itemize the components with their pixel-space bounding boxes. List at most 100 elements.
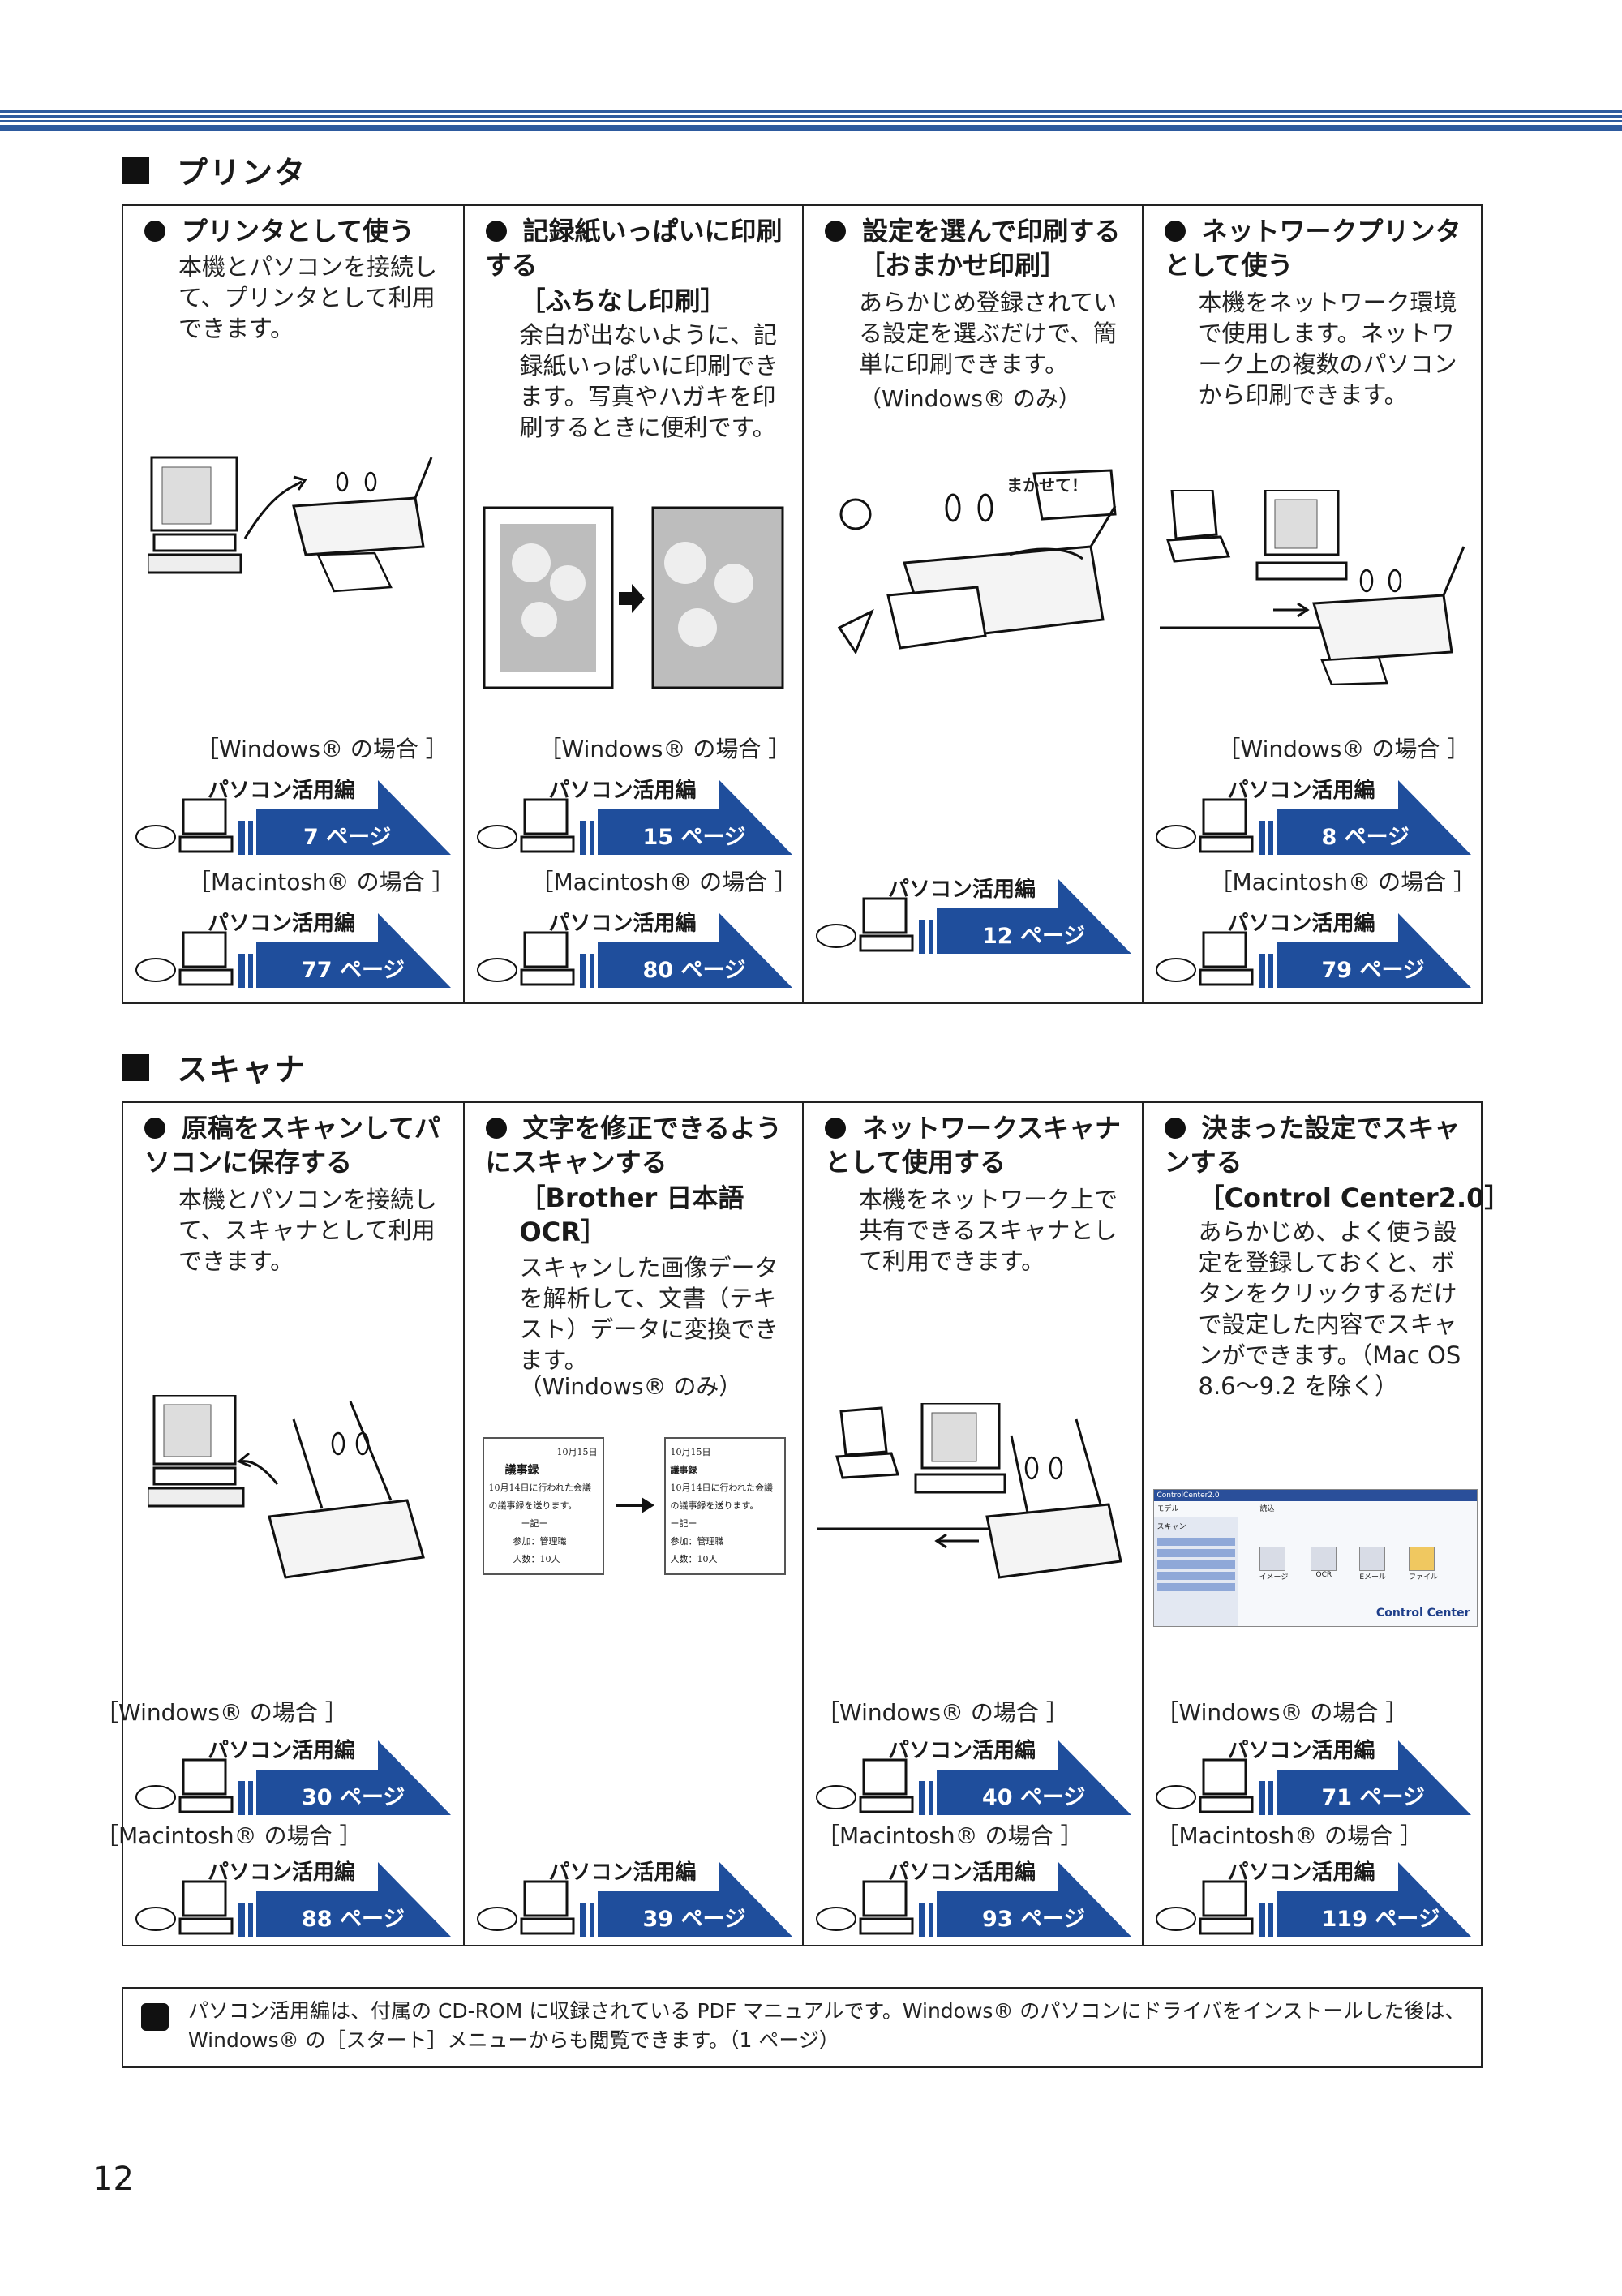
speech-bubble-text: まかせて！ (1006, 475, 1088, 495)
square-bullet-icon (122, 1053, 149, 1081)
windows-page-ref[interactable]: パソコン活用編 8 ページ (1155, 779, 1479, 855)
printer-col-2: 記録紙いっぱいに印刷する ［ふちなし印刷］ 余白が出ないように、記録紙いっぱいに… (462, 206, 803, 1002)
col-desc: 余白が出ないように、記録紙いっぱいに印刷できます。写真やハガキを印刷するときに便… (519, 321, 779, 441)
manual-arrow-icon (135, 780, 451, 855)
mac-label: ［Macintosh® の場合 ］ (1156, 1822, 1422, 1849)
printer-character-illustration (837, 469, 1117, 655)
control-center-window: ControlCenter2.0 モデル 読込 スキャン イメージ OCR Eメ… (1152, 1489, 1478, 1627)
mac-label: ［Macintosh® の場合 ］ (817, 1822, 1083, 1849)
windows-label: ［Windows® の場合 ］ (196, 736, 448, 762)
email-button[interactable]: Eメール (1359, 1547, 1386, 1581)
original-document: 10月15日 議事録 10月14日に行われた会議 の議事録を送ります。 ー記ー … (482, 1437, 604, 1575)
bullet-icon (825, 221, 846, 242)
col-subtitle: ［おまかせ印刷］ (859, 250, 1067, 281)
col-desc: 本機をネットワーク環境で使用します。ネットワーク上の複数のパソコンから印刷できま… (1198, 289, 1457, 409)
image-button[interactable]: イメージ (1259, 1547, 1288, 1581)
network-scanner-illustration (817, 1403, 1122, 1579)
brand-logo: Control Center (1375, 1607, 1470, 1620)
printer-heading: プリンタ (122, 148, 307, 192)
file-button[interactable]: ファイル (1409, 1547, 1438, 1581)
computer-scanner-illustration (148, 1395, 425, 1579)
col-desc: 本機をネットワーク上で共有できるスキャナとして利用できます。 (859, 1186, 1118, 1275)
manual-arrow-icon (816, 1740, 1131, 1815)
col-title: 決まった設定でスキャンする (1164, 1113, 1461, 1178)
header-stripes (0, 110, 1622, 131)
bullet-icon (144, 1118, 165, 1139)
scanner-col-3: ネットワークスキャナとして使用する 本機をネットワーク上で共有できるスキャナとし… (802, 1103, 1142, 1945)
windows-page-ref[interactable]: パソコン活用編 30 ページ (135, 1739, 459, 1815)
square-bullet-icon (122, 156, 149, 184)
col-subtitle: ［ふちなし印刷］ (519, 285, 727, 316)
manual-arrow-icon (816, 1862, 1131, 1937)
bullet-icon (485, 221, 507, 242)
network-printer-illustration (1159, 490, 1465, 685)
col-desc: 本機とパソコンを接続して、プリンタとして利用できます。 (178, 253, 438, 342)
printer-panel: プリンタとして使う 本機とパソコンを接続して、プリンタとして利用できます。 ［W… (122, 204, 1483, 1004)
mac-page-ref[interactable]: パソコン活用編 77 ページ (135, 912, 459, 988)
tip-text: パソコン活用編は、付属の CD-ROM に収録されている PDF マニュアルです… (188, 1999, 1465, 2052)
mac-label: ［Macintosh® の場合 ］ (188, 869, 455, 895)
windows-page-ref[interactable]: パソコン活用編 7 ページ (135, 779, 459, 855)
ocr-icon (1311, 1547, 1337, 1571)
tab-scan[interactable]: 読込 (1259, 1505, 1275, 1513)
mac-page-ref[interactable]: パソコン活用編 88 ページ (135, 1860, 459, 1937)
bullet-icon (825, 1118, 846, 1139)
page-ref[interactable]: パソコン活用編 12 ページ (815, 878, 1139, 954)
mac-page-ref[interactable]: パソコン活用編 119 ページ (1155, 1860, 1479, 1937)
scanner-panel: 原稿をスキャンしてパソコンに保存する 本機とパソコンを接続して、スキャナとして利… (96, 1101, 1510, 1946)
col-title: 記録紙いっぱいに印刷する (485, 216, 783, 281)
manual-arrow-icon (476, 780, 792, 855)
manual-arrow-icon (135, 1862, 451, 1937)
windows-page-ref[interactable]: パソコン活用編 71 ページ (1155, 1739, 1479, 1815)
printer-col-1: プリンタとして使う 本機とパソコンを接続して、プリンタとして利用できます。 ［W… (123, 206, 463, 1002)
bullet-icon (485, 1118, 507, 1139)
ocr-document: 10月15日 議事録 10月14日に行われた会議 の議事録を送ります。 ー記ー … (663, 1437, 786, 1575)
windows-label: ［Windows® の場合 ］ (1217, 736, 1470, 762)
mac-label: ［Macintosh® の場合 ］ (96, 1822, 363, 1849)
col-title: 設定を選んで印刷する (825, 214, 1125, 248)
bullet-icon (1164, 1118, 1186, 1139)
image-icon (1259, 1547, 1285, 1571)
windows-label: ［Windows® の場合 ］ (1156, 1699, 1409, 1726)
arrow-right-icon (615, 1497, 654, 1513)
manual-arrow-icon (1155, 1862, 1471, 1937)
folder-icon (1409, 1547, 1435, 1571)
col-title: ネットワークスキャナとして使用する (825, 1113, 1122, 1178)
printer-col-3: 設定を選んで印刷する ［おまかせ印刷］ あらかじめ登録されている設定を選ぶだけで… (802, 206, 1142, 1002)
windows-label: ［Windows® の場合 ］ (96, 1699, 348, 1726)
scanner-col-4: 決まった設定でスキャンする ［Control Center2.0］ あらかじめ、… (1141, 1103, 1510, 1945)
windows-page-ref[interactable]: パソコン活用編 15 ページ (476, 779, 800, 855)
scanner-heading: スキャナ (122, 1045, 307, 1089)
computer-printer-illustration (148, 456, 433, 593)
printer-col-4: ネットワークプリンタとして使う 本機をネットワーク環境で使用します。ネットワーク… (1141, 206, 1482, 1002)
page-ref[interactable]: パソコン活用編 39 ページ (476, 1860, 800, 1937)
mac-page-ref[interactable]: パソコン活用編 79 ページ (1155, 912, 1479, 988)
scanner-col-2: 文字を修正できるようにスキャンする ［Brother 日本語 OCR］ スキャン… (462, 1103, 803, 1945)
bullet-icon (1164, 221, 1186, 242)
col-title: 文字を修正できるようにスキャンする (485, 1113, 782, 1178)
manual-arrow-icon (476, 913, 792, 988)
manual-arrow-icon (816, 879, 1131, 954)
col-subtitle: ［Control Center2.0］ (1198, 1182, 1511, 1213)
manual-arrow-icon (135, 1740, 451, 1815)
manual-arrow-icon (476, 1862, 792, 1937)
manual-arrow-icon (1155, 913, 1471, 988)
col-desc: あらかじめ、よく使う設定を登録しておくと、ボタンをクリックするだけで設定した内容… (1198, 1218, 1461, 1400)
col-note: （Windows® のみ） (859, 385, 1081, 412)
mac-label: ［Macintosh® の場合 ］ (1209, 869, 1476, 895)
manual-arrow-icon (1155, 1740, 1471, 1815)
tip-box: パソコン活用編は、付属の CD-ROM に収録されている PDF マニュアルです… (122, 1987, 1483, 2068)
mac-page-ref[interactable]: パソコン活用編 80 ページ (476, 912, 800, 988)
mac-page-ref[interactable]: パソコン活用編 93 ページ (815, 1860, 1139, 1937)
col-desc: 本機とパソコンを接続して、スキャナとして利用できます。 (178, 1186, 438, 1275)
windows-page-ref[interactable]: パソコン活用編 40 ページ (815, 1739, 1139, 1815)
borderless-print-illustration (483, 506, 783, 689)
pencil-note-icon (141, 2003, 169, 2031)
scanner-col-1: 原稿をスキャンしてパソコンに保存する 本機とパソコンを接続して、スキャナとして利… (96, 1103, 463, 1945)
col-desc: スキャンした画像データを解析して、文書（テキスト）データに変換できます。 (519, 1254, 779, 1374)
window-title: ControlCenter2.0 (1153, 1490, 1477, 1501)
ocr-button[interactable]: OCR (1311, 1547, 1337, 1581)
bullet-icon (144, 221, 165, 242)
col-note: （Windows® のみ） (519, 1373, 742, 1400)
email-icon (1359, 1547, 1386, 1571)
